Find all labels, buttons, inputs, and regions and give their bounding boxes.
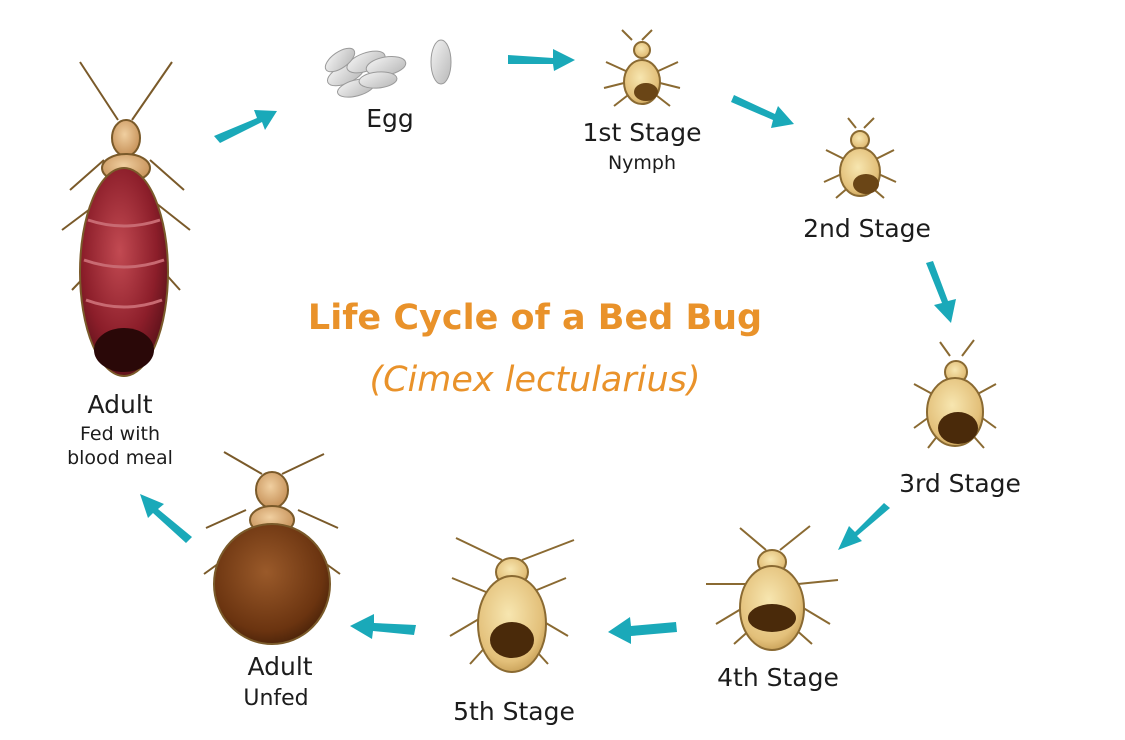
nymph-stage4-illustration bbox=[706, 525, 839, 651]
cycle-arrows bbox=[140, 49, 956, 644]
adult-fed-illustration bbox=[61, 61, 191, 377]
egg-label: Egg bbox=[366, 104, 414, 133]
stage4-label: 4th Stage bbox=[717, 663, 839, 692]
adult-unfed-sublabel: Unfed bbox=[243, 686, 309, 711]
arrow-stage5-to-adult-unfed bbox=[350, 614, 416, 639]
diagram-title: Life Cycle of a Bed Bug bbox=[307, 298, 763, 338]
adult-unfed-illustration bbox=[203, 451, 341, 645]
arrow-adult-to-egg bbox=[214, 110, 277, 143]
nymph-stage2-illustration bbox=[823, 117, 897, 199]
arrow-adult-unfed-to-adult-fed bbox=[140, 494, 192, 543]
nymph-stage3-illustration bbox=[913, 339, 997, 449]
diagram-subtitle: (Cimex lectularius) bbox=[369, 360, 701, 400]
arrow-stage1-to-stage2 bbox=[731, 95, 794, 128]
adult-fed-sublabel-line2: blood meal bbox=[67, 447, 173, 469]
stage2-label: 2nd Stage bbox=[803, 214, 931, 243]
arrow-stage2-to-stage3 bbox=[926, 261, 956, 323]
adult-fed-sublabel-line1: Fed with bbox=[80, 423, 160, 445]
adult-fed-label: Adult bbox=[87, 390, 153, 419]
nymph-stage1-illustration bbox=[603, 29, 681, 107]
stage1-label: 1st Stage bbox=[582, 118, 702, 147]
stage1-sublabel: Nymph bbox=[607, 152, 677, 174]
single-egg-illustration bbox=[430, 39, 452, 85]
egg-cluster-illustration bbox=[324, 47, 407, 98]
stage5-label: 5th Stage bbox=[453, 697, 575, 726]
arrow-egg-to-stage1 bbox=[508, 49, 575, 71]
adult-unfed-label: Adult bbox=[247, 652, 313, 681]
nymph-stage5-illustration bbox=[449, 537, 575, 673]
arrow-stage4-to-stage5 bbox=[608, 617, 677, 644]
stage3-label: 3rd Stage bbox=[899, 469, 1021, 498]
arrow-stage3-to-stage4 bbox=[838, 503, 890, 550]
